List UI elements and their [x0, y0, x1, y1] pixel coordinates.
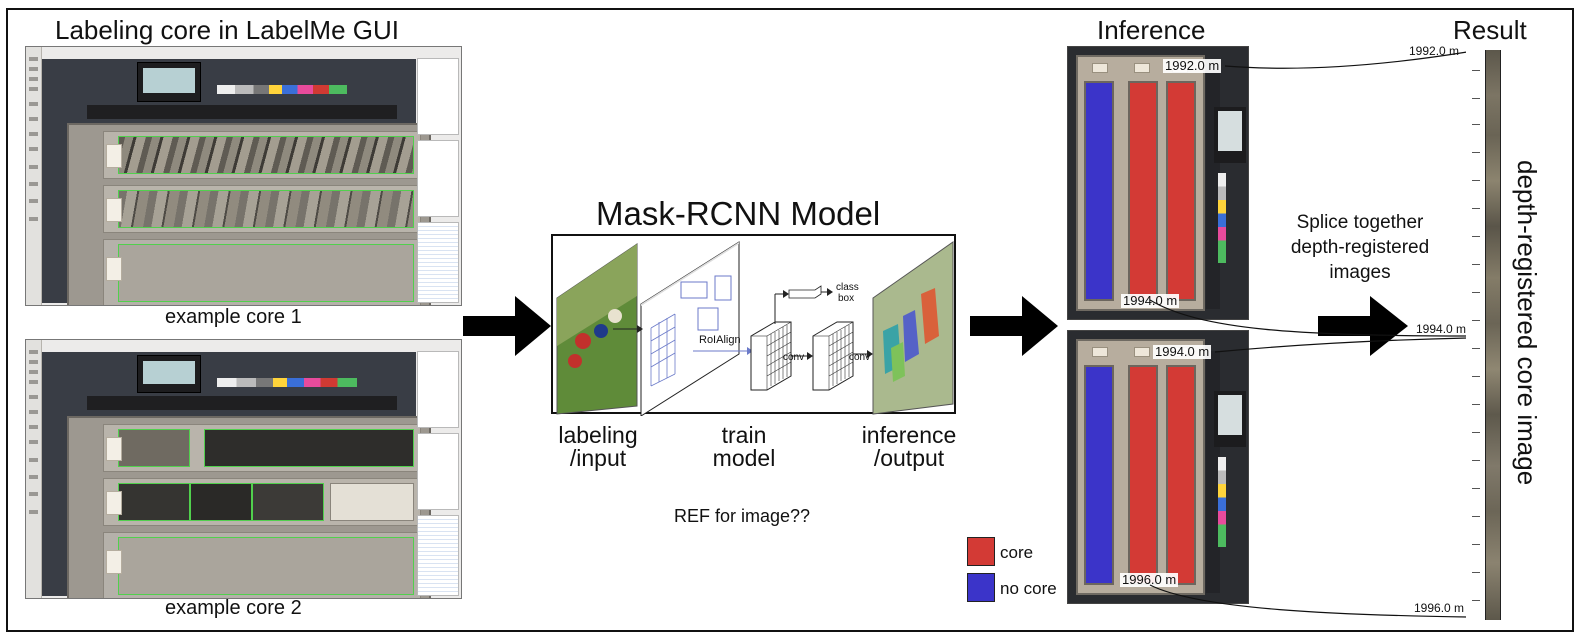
- splice-text: Splice together depth-registered images: [1290, 212, 1430, 283]
- right-arrow-icon: [970, 296, 1058, 356]
- inference-title: Inference: [1097, 15, 1206, 45]
- result-vertical-label: depth-registered core image: [1512, 160, 1542, 486]
- labelme-screenshot-1: [25, 46, 462, 306]
- result-depth-bottom: 1996.0 m: [1414, 601, 1465, 615]
- legend-core-swatch: [967, 537, 995, 566]
- labelme-right-panel: [417, 52, 459, 303]
- example-core-2-caption: example core 2: [165, 597, 302, 619]
- inference-depth-top: 1992.0 m: [1163, 58, 1222, 73]
- result-depth-scale: [1466, 50, 1484, 620]
- model-title: Mask-RCNN Model: [596, 195, 881, 232]
- figure-frame: [6, 8, 1574, 632]
- inference-depth-mid-b: 1994.0 m: [1153, 344, 1212, 359]
- result-title: Result: [1453, 15, 1527, 45]
- labelme-screenshot-2: [25, 339, 462, 599]
- result-depth-top: 1992.0 m: [1409, 44, 1460, 58]
- labelme-toolbar: [26, 340, 42, 598]
- mask-rcnn-diagram: RoIAlign conv conv class box: [551, 234, 956, 416]
- inference-depth-bottom: 1996.0 m: [1120, 572, 1179, 587]
- legend-core-label: core: [1000, 543, 1034, 562]
- conv-label-2: conv: [849, 352, 871, 363]
- labelme-toolbar: [26, 47, 42, 305]
- ref-note: REF for image??: [674, 506, 811, 526]
- legend-no-core-swatch: [967, 573, 995, 602]
- stage-train-model: train model: [712, 422, 776, 471]
- labeling-title: Labeling core in LabelMe GUI: [55, 15, 399, 45]
- conv-label-1: conv: [783, 352, 805, 363]
- stage-labeling-input: labeling /input: [558, 422, 638, 471]
- labelme-canvas: [42, 59, 431, 305]
- class-label: class: [836, 282, 859, 293]
- labelme-right-panel: [417, 345, 459, 596]
- inference-image-1: [1067, 46, 1249, 320]
- example-core-1-caption: example core 1: [165, 306, 302, 328]
- inference-image-2: [1067, 330, 1249, 604]
- spliced-core-image: [1485, 50, 1501, 620]
- box-label: box: [838, 293, 855, 304]
- labelme-canvas: [42, 352, 431, 598]
- stage-inference-output: inference /output: [861, 422, 957, 471]
- right-arrow-icon: [463, 296, 551, 356]
- result-depth-mid: 1994.0 m: [1416, 322, 1467, 336]
- legend-no-core-label: no core: [1000, 579, 1057, 598]
- roialign-label: RoIAlign: [699, 334, 741, 346]
